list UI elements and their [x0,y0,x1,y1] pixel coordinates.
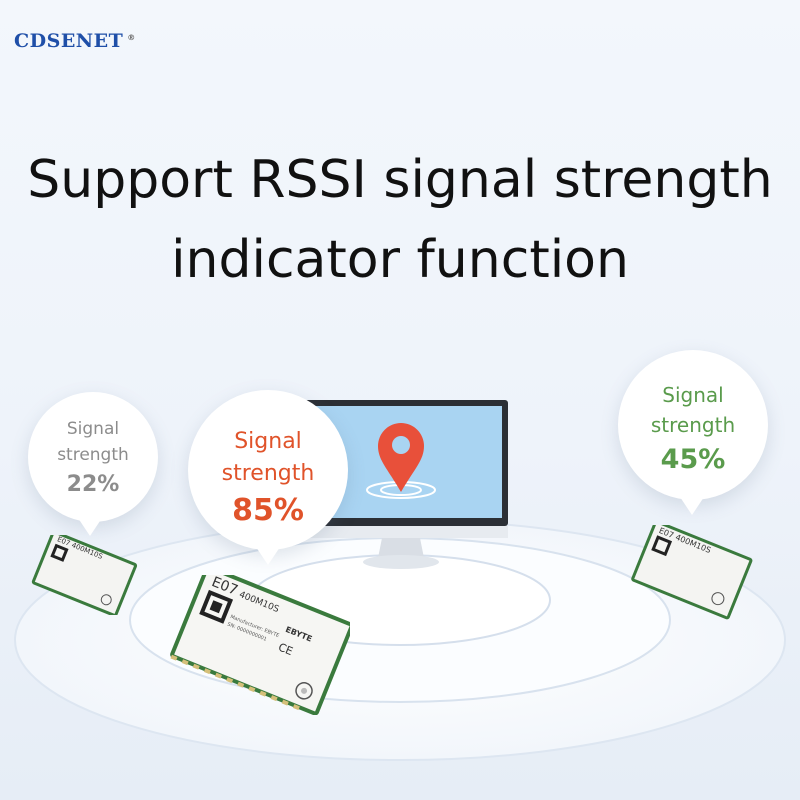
bubble-value: 45% [660,444,726,475]
bubble-tail [78,518,102,536]
location-pin-icon [366,423,436,499]
monitor [294,400,508,569]
signal-bubble-right: Signal strength 45% [618,350,768,515]
bubble-tail [256,547,280,565]
bubble-value: 22% [66,472,120,497]
headline-line-1: Support RSSI signal strength [27,150,773,210]
brand-logo-text: CDSENET [14,30,124,52]
signal-bubble-center: Signal strength 85% [188,390,348,565]
module-chip-center: E07 400M10S EBYTE CE Manufacturer: EBYTE… [170,575,350,715]
bubble-label-line-2: strength [650,413,736,437]
brand-logo: CDSENET® [14,30,136,52]
registered-mark: ® [127,32,136,42]
headline-line-2: indicator function [171,230,629,290]
headline: Support RSSI signal strength indicator f… [0,140,800,300]
bubble-label-line-1: Signal [66,419,120,439]
bubble-label-line-2: strength [221,461,315,486]
signal-bubble-left: Signal strength 22% [28,392,158,536]
bubble-tail [680,497,704,515]
bubble-label-line-2: strength [57,445,129,465]
bubble-label-line-1: Signal [662,383,724,407]
module-chip-left: E07 400M10S [31,535,138,615]
bubble-value: 85% [232,493,304,528]
module-ce: CE [276,641,294,659]
module-chip-right: E07 400M10S [631,525,753,620]
bubble-label-line-1: Signal [234,429,302,454]
